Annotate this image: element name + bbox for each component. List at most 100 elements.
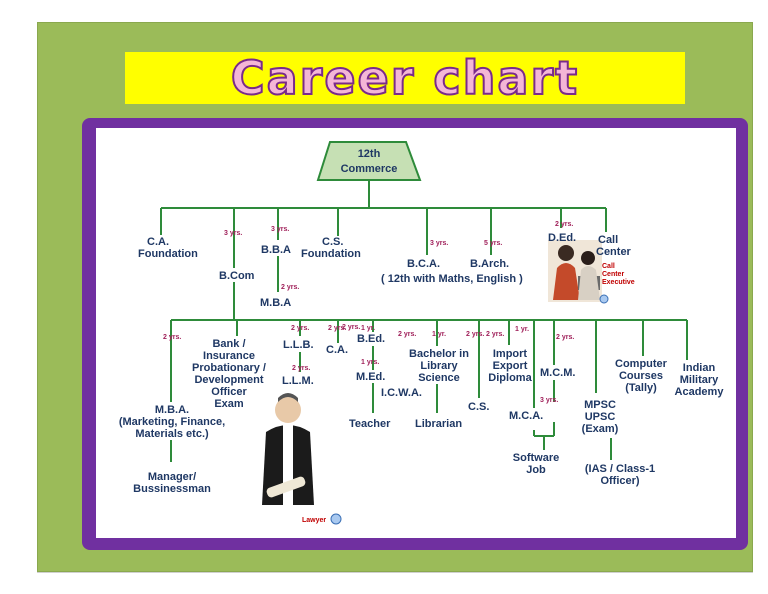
svg-text:Diploma: Diploma — [488, 372, 532, 384]
svg-text:Materials etc.): Materials etc.) — [135, 428, 209, 440]
duration-mba: 2 yrs. — [163, 334, 181, 341]
node-mba-top: M.B.A — [260, 297, 291, 309]
duration-ca: 2 yrs. — [328, 325, 346, 332]
root-node-shape — [316, 141, 422, 181]
node-bed: B.Ed. — [357, 333, 385, 345]
svg-text:Bank /: Bank / — [212, 338, 245, 350]
svg-text:Center: Center — [602, 271, 624, 278]
duration-mcm: 2 yrs. — [556, 334, 574, 341]
duration-mba-top: 2 yrs. — [281, 284, 299, 291]
lawyer-photo — [262, 393, 342, 525]
call-center-executive-label: Call Center Executive — [602, 263, 635, 286]
svg-text:C.S.: C.S. — [322, 236, 343, 248]
node-bank-insurance: Bank / Insurance Probationary / Developm… — [192, 338, 266, 410]
node-ias: (IAS / Class-1 Officer) — [585, 463, 655, 487]
svg-text:Probationary /: Probationary / — [192, 362, 266, 374]
svg-text:(IAS / Class-1: (IAS / Class-1 — [585, 463, 655, 475]
svg-text:Development: Development — [194, 374, 263, 386]
duration-bca: 3 yrs. — [430, 240, 448, 247]
duration-bba: 3 yrs. — [271, 226, 289, 233]
node-software-job: Software Job — [513, 452, 559, 476]
svg-text:Military: Military — [680, 374, 719, 386]
svg-text:Foundation: Foundation — [301, 248, 361, 260]
svg-text:Import: Import — [493, 348, 528, 360]
node-med: M.Ed. — [356, 371, 385, 383]
node-barch: B.Arch. — [470, 258, 509, 270]
duration-ded: 2 yrs. — [555, 221, 573, 228]
svg-text:C.A.: C.A. — [147, 236, 169, 248]
svg-text:Bachelor in: Bachelor in — [409, 348, 469, 360]
duration-labels: 3 yrs. 3 yrs. 3 yrs. 5 yrs. 2 yrs. 2 yrs… — [163, 221, 574, 404]
node-bcom: B.Com — [219, 270, 255, 282]
node-ca: C.A. — [326, 344, 348, 356]
node-llb: L.L.B. — [283, 339, 314, 351]
svg-text:Science: Science — [418, 372, 460, 384]
svg-text:Call: Call — [602, 263, 615, 270]
node-bachelor-library: Bachelor in Library Science — [409, 348, 469, 384]
svg-text:(Tally): (Tally) — [625, 382, 657, 394]
node-teacher: Teacher — [349, 418, 391, 430]
svg-text:Computer: Computer — [615, 358, 668, 370]
svg-text:Export: Export — [493, 360, 528, 372]
duration-ie-a: 2 yrs. — [486, 331, 504, 338]
node-ca-foundation: C.A. Foundation — [138, 236, 198, 260]
lawyer-label: Lawyer — [302, 517, 326, 524]
duration-bed: 1 yr. — [361, 325, 375, 332]
svg-text:Foundation: Foundation — [138, 248, 198, 260]
svg-text:Officer): Officer) — [600, 475, 639, 487]
node-cs: C.S. — [468, 401, 489, 413]
svg-text:Call: Call — [598, 234, 618, 246]
svg-text:UPSC: UPSC — [585, 411, 616, 423]
node-manager: Manager/ Bussinessman — [133, 471, 211, 495]
svg-text:Center: Center — [596, 246, 632, 258]
svg-text:(Exam): (Exam) — [582, 423, 619, 435]
chart-title: Career chart — [230, 51, 580, 105]
duration-lib-b: 1 yr. — [432, 331, 446, 338]
root-node: 12th Commerce — [341, 148, 398, 175]
duration-barch: 5 yrs. — [484, 240, 502, 247]
node-bca-note: ( 12th with Maths, English ) — [381, 273, 523, 285]
node-librarian: Librarian — [415, 418, 462, 430]
node-mcm: M.C.M. — [540, 367, 575, 379]
chart-panel — [96, 128, 736, 538]
connector-lines — [160, 141, 688, 462]
node-llm: L.L.M. — [282, 375, 314, 387]
svg-text:Exam: Exam — [214, 398, 244, 410]
duration-mca: 3 yrs. — [540, 397, 558, 404]
svg-text:Commerce: Commerce — [341, 163, 398, 175]
duration-bcom: 3 yrs. — [224, 230, 242, 237]
svg-text:Executive: Executive — [602, 279, 635, 286]
svg-text:MPSC: MPSC — [584, 399, 616, 411]
duration-llm: 2 yrs. — [292, 365, 310, 372]
node-import-export: Import Export Diploma — [488, 348, 532, 384]
duration-llb: 2 yrs. — [291, 325, 309, 332]
svg-text:Officer: Officer — [211, 386, 247, 398]
duration-med: 1 yrs. — [361, 359, 379, 366]
node-cs-foundation: C.S. Foundation — [301, 236, 361, 260]
svg-text:Insurance: Insurance — [203, 350, 255, 362]
svg-text:(Marketing, Finance,: (Marketing, Finance, — [119, 416, 225, 428]
node-call-center: Call Center — [596, 234, 632, 258]
duration-ie-b: 1 yr. — [515, 326, 529, 333]
svg-text:Courses: Courses — [619, 370, 663, 382]
duration-lib-a: 2 yrs. — [398, 331, 416, 338]
node-mca: M.C.A. — [509, 410, 543, 422]
node-indian-military: Indian Military Academy — [675, 362, 725, 398]
svg-text:12th: 12th — [358, 148, 381, 160]
node-computer-courses: Computer Courses (Tally) — [615, 358, 668, 394]
svg-text:Bussinessman: Bussinessman — [133, 483, 211, 495]
node-bba: B.B.A — [261, 244, 291, 256]
call-center-executive-photo — [548, 240, 609, 304]
node-bca: B.C.A. — [407, 258, 440, 270]
node-icwa: I.C.W.A. — [381, 387, 422, 399]
node-mba: M.B.A. (Marketing, Finance, Materials et… — [119, 404, 225, 440]
duration-cs: 2 yrs. — [342, 324, 360, 331]
svg-text:M.B.A.: M.B.A. — [155, 404, 189, 416]
node-mpsc-upsc: MPSC UPSC (Exam) — [582, 399, 619, 435]
svg-text:Software: Software — [513, 452, 559, 464]
svg-text:Library: Library — [420, 360, 458, 372]
title-banner: Career chart — [125, 51, 685, 105]
svg-text:Job: Job — [526, 464, 546, 476]
svg-text:Indian: Indian — [683, 362, 716, 374]
